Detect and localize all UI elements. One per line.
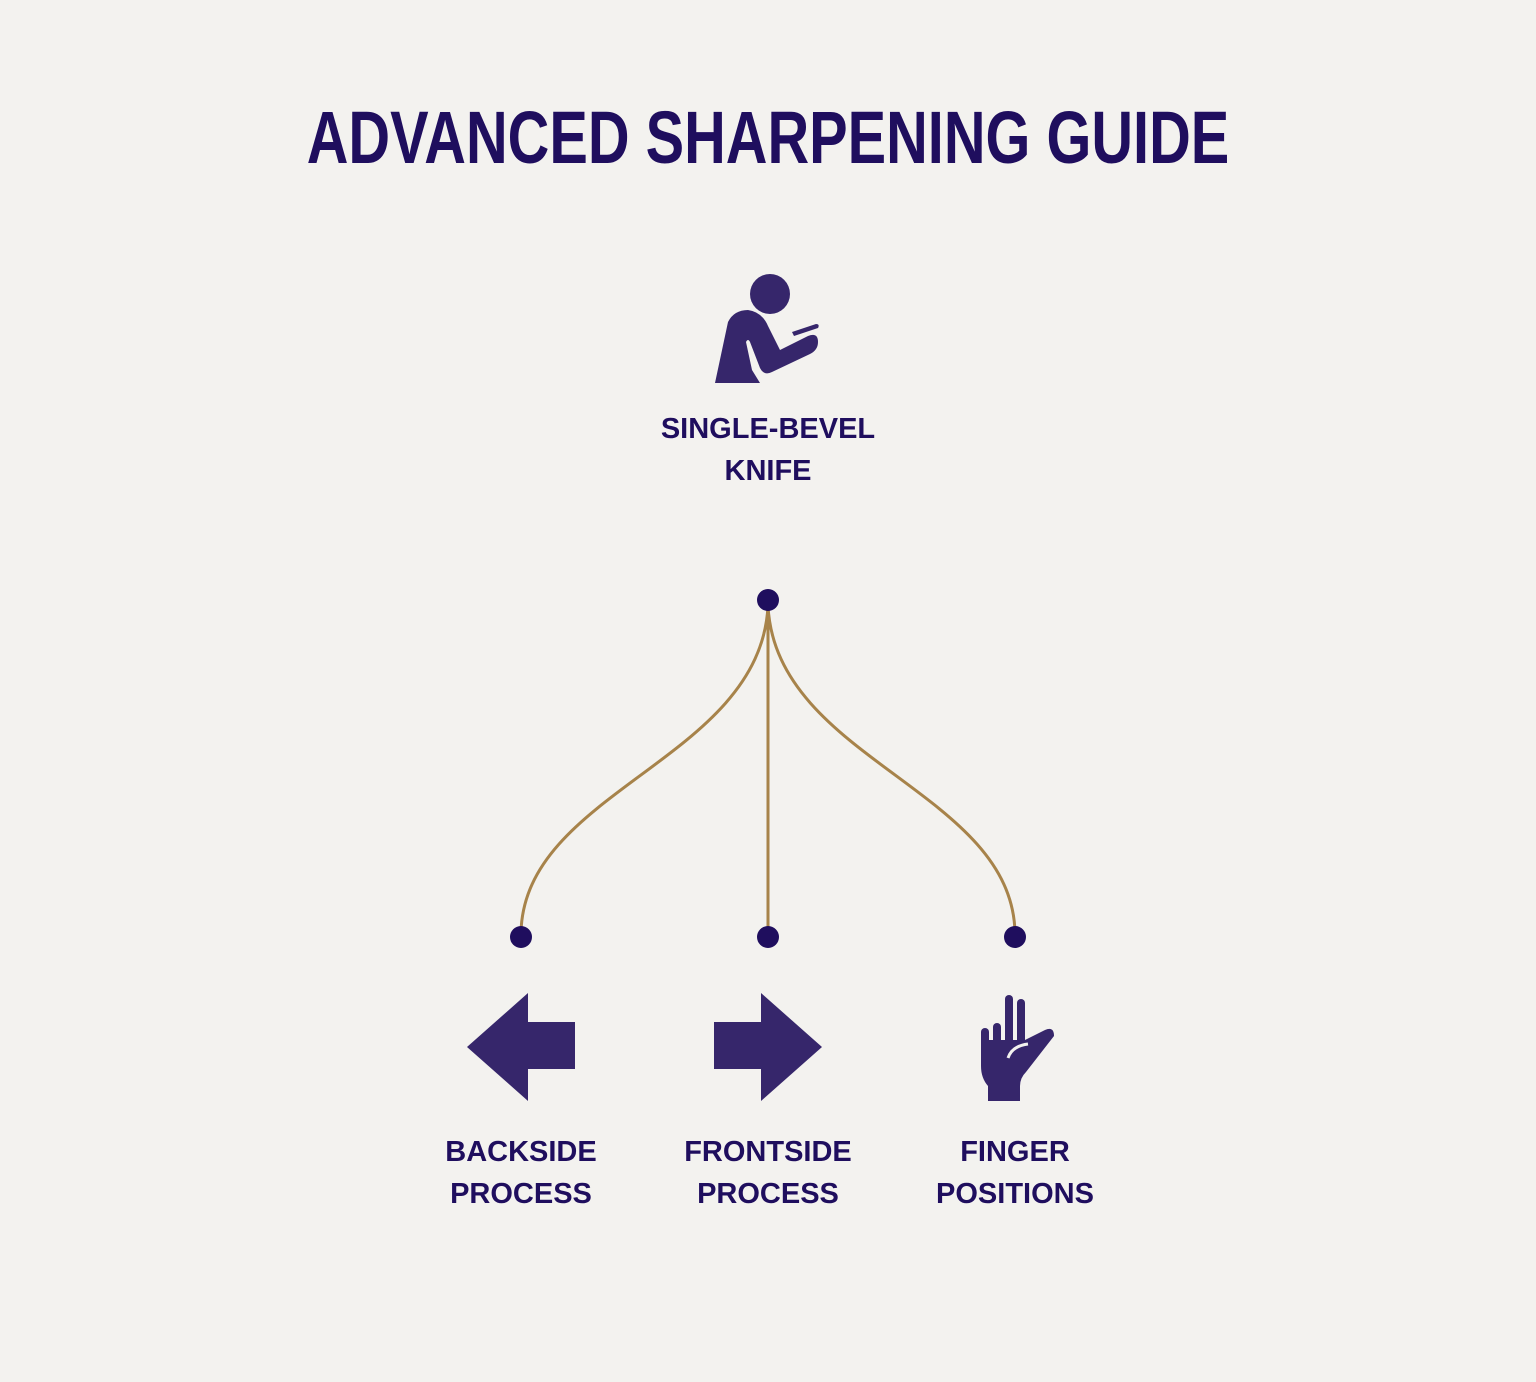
- tree-nodes: [510, 589, 1026, 948]
- root-label: SINGLE-BEVEL KNIFE: [660, 413, 876, 487]
- branch-label-frontside: FRONTSIDE PROCESS: [618, 1131, 918, 1215]
- branch-label-line1: FINGER: [960, 1136, 1070, 1168]
- branch-label-finger-positions: FINGER POSITIONS: [865, 1131, 1165, 1215]
- branch-label-line1: FRONTSIDE: [684, 1136, 852, 1168]
- arrow-left-icon: [467, 993, 575, 1101]
- branch-label-backside: BACKSIDE PROCESS: [371, 1131, 671, 1215]
- root-node: [757, 589, 779, 611]
- branch-label-line2: PROCESS: [697, 1178, 839, 1210]
- page-title: ADVANCED SHARPENING GUIDE: [306, 96, 1230, 179]
- hand-two-fingers-icon: [981, 995, 1054, 1101]
- arrow-right-icon: [714, 993, 822, 1101]
- branch-node-backside: [510, 926, 532, 948]
- person-sharpening-icon: [715, 274, 819, 383]
- branch-label-line1: BACKSIDE: [445, 1136, 597, 1168]
- branch-node-finger: [1004, 926, 1026, 948]
- connector-lines: [519, 605, 1017, 933]
- branch-node-frontside: [757, 926, 779, 948]
- branch-label-line2: PROCESS: [450, 1178, 592, 1210]
- branch-label-line2: POSITIONS: [936, 1178, 1094, 1210]
